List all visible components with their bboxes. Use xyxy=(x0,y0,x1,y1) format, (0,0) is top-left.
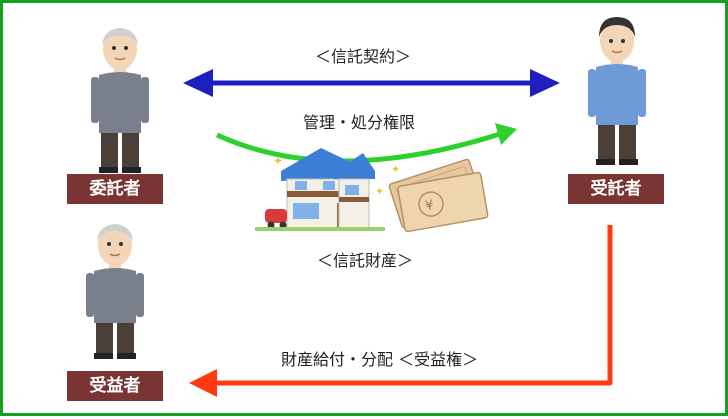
distribution-caption: 財産給付・分配 ＜受益権＞ xyxy=(281,350,479,369)
svg-text:✦: ✦ xyxy=(391,163,400,176)
contract-arrow xyxy=(183,69,560,97)
management-authority-caption: 管理・処分権限 xyxy=(303,113,416,132)
svg-text:¥: ¥ xyxy=(424,198,435,214)
settlor-label: 委託者 xyxy=(67,174,163,204)
svg-text:✦: ✦ xyxy=(273,154,283,168)
trust-property-caption: ＜信託財産＞ xyxy=(317,251,414,270)
house-icon: ✦ ✦ xyxy=(255,148,385,231)
benefit-arrow xyxy=(189,225,613,397)
elderly-man-icon xyxy=(91,28,149,173)
man-icon xyxy=(588,17,646,165)
beneficiary-label: 受益者 xyxy=(67,371,163,401)
elderly-man-icon xyxy=(86,224,144,359)
trust-contract-caption: ＜信託契約＞ xyxy=(315,47,412,66)
diagram-graphics: ✦ ✦ ¥ ✦ xyxy=(86,17,646,397)
banknotes-icon: ¥ ✦ xyxy=(388,158,489,233)
svg-text:✦: ✦ xyxy=(375,185,384,198)
trustee-label: 受託者 xyxy=(568,174,664,204)
